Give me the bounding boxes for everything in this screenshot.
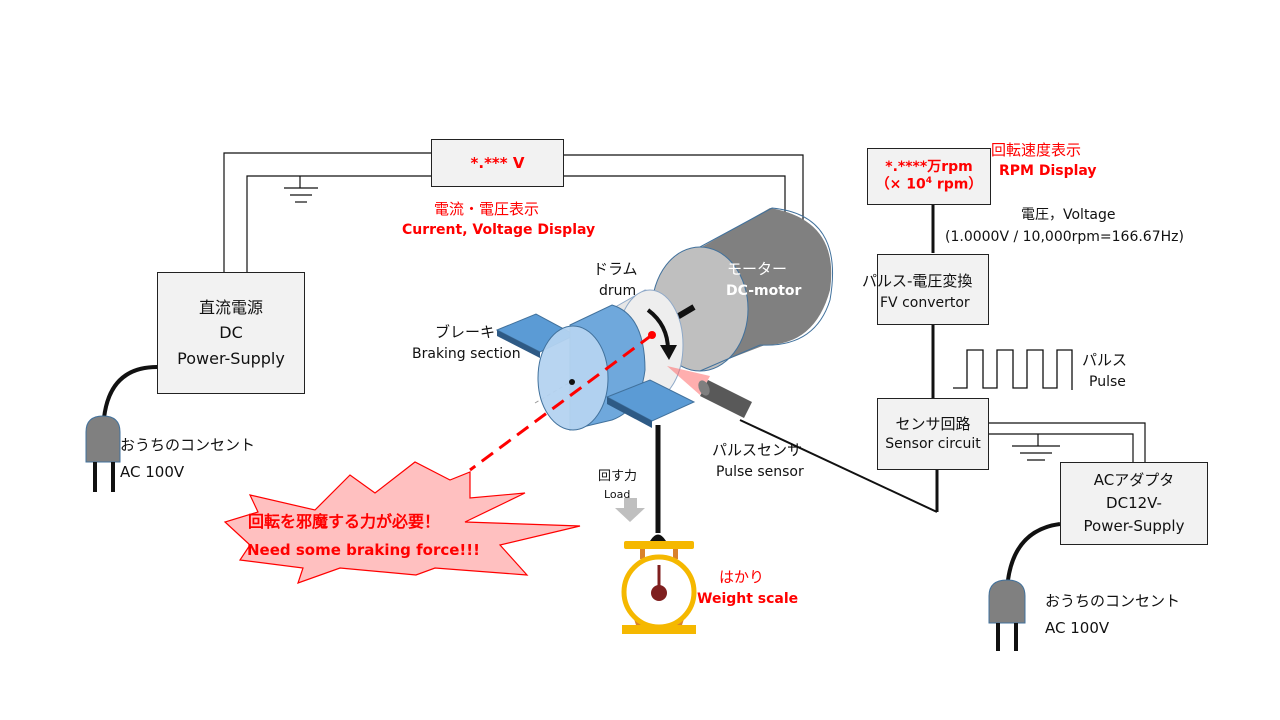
rpm-display-box: *.****万rpm （× 104 rpm） xyxy=(867,148,991,205)
rotation-arrowhead-icon xyxy=(660,345,677,360)
fv-converter-label-en: FV convertor xyxy=(880,295,970,311)
load-label-jp: 回す力 xyxy=(598,469,638,484)
voltage-wiring xyxy=(223,152,804,272)
rpm-readout-line1: *.****万rpm xyxy=(885,158,973,175)
ground-symbol-left xyxy=(284,176,318,203)
voltage-display-label-jp: 電流・電圧表示 xyxy=(434,200,540,218)
brake-plate-front-edge xyxy=(607,397,652,428)
pulse-label-en: Pulse xyxy=(1089,374,1126,390)
sensor-circuit-label-jp: センサ回路 xyxy=(895,415,971,434)
dc-power-supply-box: 直流電源 DC Power-Supply xyxy=(157,272,305,394)
callout-burst xyxy=(223,461,581,584)
outlet-right-label-jp: おうちのコンセント xyxy=(1045,592,1181,610)
pulse-label-jp: パルス xyxy=(1082,351,1128,369)
motor-label-jp: モーター xyxy=(727,260,788,278)
signal-wiring xyxy=(739,205,939,513)
brake-plate-back-edge xyxy=(497,330,540,358)
scale-label-en: Weight scale xyxy=(697,591,799,607)
power-cord-left xyxy=(102,365,158,419)
voltage-display-box: *.*** V xyxy=(431,139,564,187)
voltage-display-label-en: Current, Voltage Display xyxy=(402,222,596,238)
plug-right-icon xyxy=(988,579,1026,651)
pulse-sensor-label-jp: パルスセンサ xyxy=(712,441,803,459)
voltage-note-line1: 電圧，Voltage xyxy=(1021,207,1116,223)
callout-text-en: Need some braking force!!! xyxy=(247,541,480,559)
weight-scale-icon xyxy=(621,534,697,634)
voltage-note-line2: (1.0000V / 10,000rpm=166.67Hz) xyxy=(945,229,1184,245)
sensor-circuit-label-en: Sensor circuit xyxy=(885,435,981,452)
fv-converter-label-jp: パルス-電圧変換 xyxy=(862,272,973,290)
load-label-en: Load xyxy=(604,488,631,501)
ac-adapter-line1: ACアダプタ xyxy=(1093,470,1175,489)
drum-label-en: drum xyxy=(599,283,637,299)
pulse-sensor-icon xyxy=(698,380,752,418)
brake-label-jp: ブレーキ xyxy=(435,323,496,341)
rpm-line2-prefix: （× 10 xyxy=(875,176,926,193)
dc-power-supply-line1: 直流電源 xyxy=(198,297,263,317)
dc-power-supply-line3: Power-Supply xyxy=(177,348,285,368)
sensor-circuit-box: センサ回路 Sensor circuit xyxy=(877,398,989,470)
pulse-sensor-label-en: Pulse sensor xyxy=(716,464,804,480)
outlet-right-label-en: AC 100V xyxy=(1045,619,1110,637)
dc-power-supply-line2: DC xyxy=(219,323,243,343)
rpm-line2-suffix: rpm） xyxy=(931,176,983,193)
rpm-display-label-jp: 回転速度表示 xyxy=(991,141,1082,159)
ac-adapter-line2: DC12V- xyxy=(1106,493,1162,512)
outlet-left-label-jp: おうちのコンセント xyxy=(120,436,256,454)
plug-left-icon xyxy=(85,415,121,492)
callout-text-jp: 回転を邪魔する力が必要！ xyxy=(248,512,441,531)
ac-adapter-box: ACアダプタ DC12V- Power-Supply xyxy=(1060,462,1208,545)
ac-adapter-line3: Power-Supply xyxy=(1083,517,1185,536)
voltage-readout: *.*** V xyxy=(470,153,525,172)
pulse-waveform xyxy=(953,349,1073,390)
rpm-readout-line2: （× 104 rpm） xyxy=(876,176,983,194)
fv-converter-box xyxy=(877,254,989,325)
ground-symbol-right xyxy=(1012,434,1060,461)
rpm-line2-exponent: 4 xyxy=(925,176,932,187)
scale-label-jp: はかり xyxy=(719,568,765,586)
axis-center-dot xyxy=(569,379,575,385)
callout-pointer-line xyxy=(469,333,653,472)
outlet-left-label-en: AC 100V xyxy=(120,463,185,481)
motor-label-en: DC-motor xyxy=(726,283,802,299)
adapter-wiring xyxy=(989,422,1146,462)
power-cord-right xyxy=(1006,522,1061,581)
brake-label-en: Braking section xyxy=(412,346,521,362)
drum-label-jp: ドラム xyxy=(593,260,638,278)
rpm-display-label-en: RPM Display xyxy=(999,163,1097,179)
load-arrow-icon xyxy=(615,498,645,522)
force-point-dot xyxy=(648,331,656,339)
